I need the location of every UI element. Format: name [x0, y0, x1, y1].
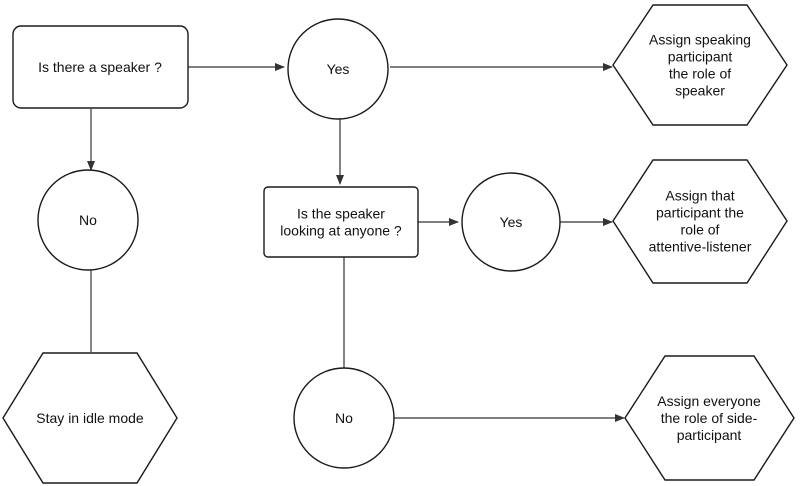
label-line: role of: [681, 222, 720, 238]
label-line: participant: [677, 427, 742, 443]
label-line: participant: [668, 49, 733, 65]
node-stay-idle: Stay in idle mode: [2, 352, 178, 484]
node-yes-speaker: Yes: [287, 18, 389, 120]
node-no-looking-label: No: [335, 410, 353, 426]
label-line: Assign everyone: [657, 393, 761, 409]
node-no-speaker: No: [37, 169, 139, 271]
label-line: Stay in idle mode: [36, 410, 144, 426]
label-line: No: [79, 212, 97, 228]
label-line: the role of: [669, 66, 731, 82]
node-yes-looking: Yes: [461, 172, 561, 272]
label-line: speaker: [675, 83, 725, 99]
node-is-there-a-speaker: Is there a speaker ?: [12, 25, 189, 109]
label-line: Is there a speaker ?: [38, 59, 162, 75]
node-no-speaker-label: No: [79, 212, 97, 228]
node-is-there-a-speaker-label: Is there a speaker ?: [38, 59, 162, 75]
label-line: the role of side-: [661, 410, 758, 426]
label-line: participant the: [656, 205, 744, 221]
label-line: Assign that: [665, 188, 734, 204]
node-no-looking: No: [293, 367, 395, 469]
label-line: No: [335, 410, 353, 426]
label-line: Assign speaking: [649, 32, 751, 48]
node-yes-speaker-label: Yes: [327, 61, 350, 77]
label-line: Yes: [327, 61, 350, 77]
node-stay-idle-label: Stay in idle mode: [36, 410, 144, 426]
label-line: Is the speaker: [297, 206, 385, 222]
label-line: Yes: [500, 214, 523, 230]
label-line: looking at anyone ?: [280, 223, 402, 239]
node-yes-looking-label: Yes: [500, 214, 523, 230]
label-line: attentive-listener: [649, 239, 752, 255]
